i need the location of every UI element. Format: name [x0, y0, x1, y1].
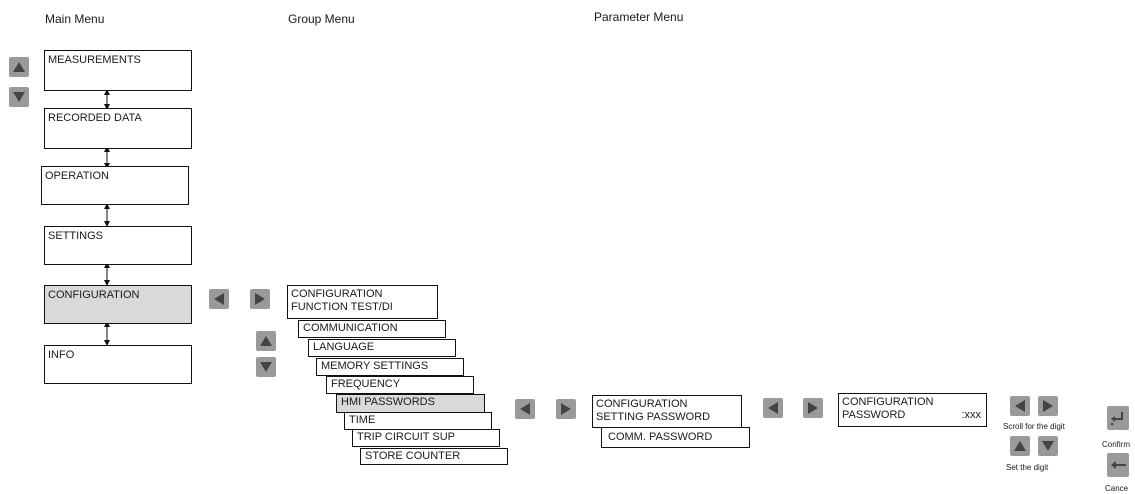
- param-menu-item-setting-password[interactable]: CONFIGURATION SETTING PASSWORD: [592, 395, 742, 428]
- param-menu-label: COMM. PASSWORD: [608, 431, 713, 443]
- triangle-right-icon: [255, 293, 265, 305]
- main-menu-label: RECORDED DATA: [48, 112, 142, 124]
- group-menu-label: LANGUAGE: [313, 341, 375, 353]
- password-value: :xxx: [961, 409, 981, 421]
- group-menu-label: HMI PASSWORDS: [341, 396, 435, 408]
- main-down-button[interactable]: [9, 87, 29, 107]
- group-menu-item-time[interactable]: TIME: [344, 412, 492, 430]
- group-menu-header: Group Menu: [288, 12, 355, 26]
- main-menu-item-measurements[interactable]: MEASUREMENTS: [44, 50, 192, 91]
- param-left-button[interactable]: [515, 399, 535, 419]
- digit-left-button[interactable]: [1010, 396, 1030, 416]
- group-right-button[interactable]: [250, 289, 270, 309]
- password-box[interactable]: CONFIGURATION PASSWORD :xxx: [838, 393, 987, 427]
- group-up-button[interactable]: [256, 331, 276, 351]
- group-menu-item-memory-settings[interactable]: MEMORY SETTINGS: [316, 358, 464, 376]
- main-up-button[interactable]: [9, 57, 29, 77]
- main-menu-item-settings[interactable]: SETTINGS: [44, 226, 192, 265]
- param-right-button[interactable]: [556, 399, 576, 419]
- pw-right-button[interactable]: [803, 398, 823, 418]
- cancel-label: Cance: [1105, 484, 1129, 493]
- triangle-right-icon: [808, 402, 818, 414]
- triangle-down-icon: [260, 362, 272, 372]
- main-menu-label: INFO: [48, 349, 75, 361]
- password-line2: PASSWORD: [842, 409, 906, 421]
- scroll-digit-label: Scroll for the digit: [1003, 422, 1065, 431]
- confirm-label: Confirm: [1102, 440, 1131, 449]
- confirm-button[interactable]: [1107, 406, 1129, 430]
- param-menu-label: CONFIGURATION SETTING PASSWORD: [596, 398, 711, 423]
- group-menu-label: MEMORY SETTINGS: [321, 360, 429, 372]
- group-menu-label: FREQUENCY: [331, 378, 401, 390]
- set-digit-label: Set the digit: [1006, 463, 1049, 472]
- group-menu-label: TIME: [349, 414, 376, 426]
- main-menu-label: MEASUREMENTS: [48, 54, 141, 66]
- group-menu-item-language[interactable]: LANGUAGE: [308, 339, 456, 357]
- parameter-menu-header: Parameter Menu: [594, 10, 684, 24]
- main-menu-header: Main Menu: [45, 12, 105, 26]
- group-menu-item-communication[interactable]: COMMUNICATION: [298, 320, 446, 338]
- main-menu-item-info[interactable]: INFO: [44, 345, 192, 384]
- group-menu-label: COMMUNICATION: [303, 322, 398, 334]
- group-menu-label: STORE COUNTER: [365, 450, 461, 462]
- triangle-left-icon: [214, 293, 224, 305]
- group-menu-item-hmi-passwords[interactable]: HMI PASSWORDS: [336, 394, 485, 413]
- triangle-up-icon: [1014, 441, 1026, 451]
- triangle-up-icon: [260, 336, 272, 346]
- password-line1: CONFIGURATION: [842, 396, 934, 408]
- main-menu-item-operation[interactable]: OPERATION: [41, 166, 189, 205]
- group-menu-item-trip-circuit-sup[interactable]: TRIP CIRCUIT SUP: [352, 429, 500, 447]
- main-menu-item-recorded-data[interactable]: RECORDED DATA: [44, 108, 192, 149]
- group-menu-item-frequency[interactable]: FREQUENCY: [326, 376, 474, 394]
- triangle-right-icon: [1043, 400, 1053, 412]
- triangle-up-icon: [13, 62, 25, 72]
- triangle-left-icon: [1015, 400, 1025, 412]
- param-menu-item-comm-password[interactable]: COMM. PASSWORD: [601, 427, 750, 448]
- group-menu-item-function-test-di[interactable]: CONFIGURATION FUNCTION TEST/DI: [287, 285, 438, 319]
- digit-up-button[interactable]: [1010, 436, 1030, 456]
- triangle-left-icon: [768, 402, 778, 414]
- enter-icon: [1110, 412, 1123, 426]
- cancel-arrow-icon: [1111, 461, 1126, 469]
- digit-down-button[interactable]: [1038, 436, 1058, 456]
- main-menu-label: SETTINGS: [48, 230, 104, 242]
- triangle-down-icon: [1042, 441, 1054, 451]
- main-menu-item-configuration[interactable]: CONFIGURATION: [44, 285, 192, 324]
- group-menu-item-store-counter[interactable]: STORE COUNTER: [360, 448, 508, 465]
- triangle-right-icon: [561, 403, 571, 415]
- main-menu-label: CONFIGURATION: [48, 289, 140, 301]
- main-menu-label: OPERATION: [45, 170, 109, 182]
- group-menu-label: CONFIGURATION FUNCTION TEST/DI: [291, 288, 393, 313]
- cancel-button[interactable]: [1107, 453, 1129, 477]
- triangle-left-icon: [520, 403, 530, 415]
- digit-right-button[interactable]: [1038, 396, 1058, 416]
- group-menu-label: TRIP CIRCUIT SUP: [357, 431, 455, 443]
- group-left-button[interactable]: [209, 289, 229, 309]
- triangle-down-icon: [13, 92, 25, 102]
- group-down-button[interactable]: [256, 357, 276, 377]
- pw-left-button[interactable]: [763, 398, 783, 418]
